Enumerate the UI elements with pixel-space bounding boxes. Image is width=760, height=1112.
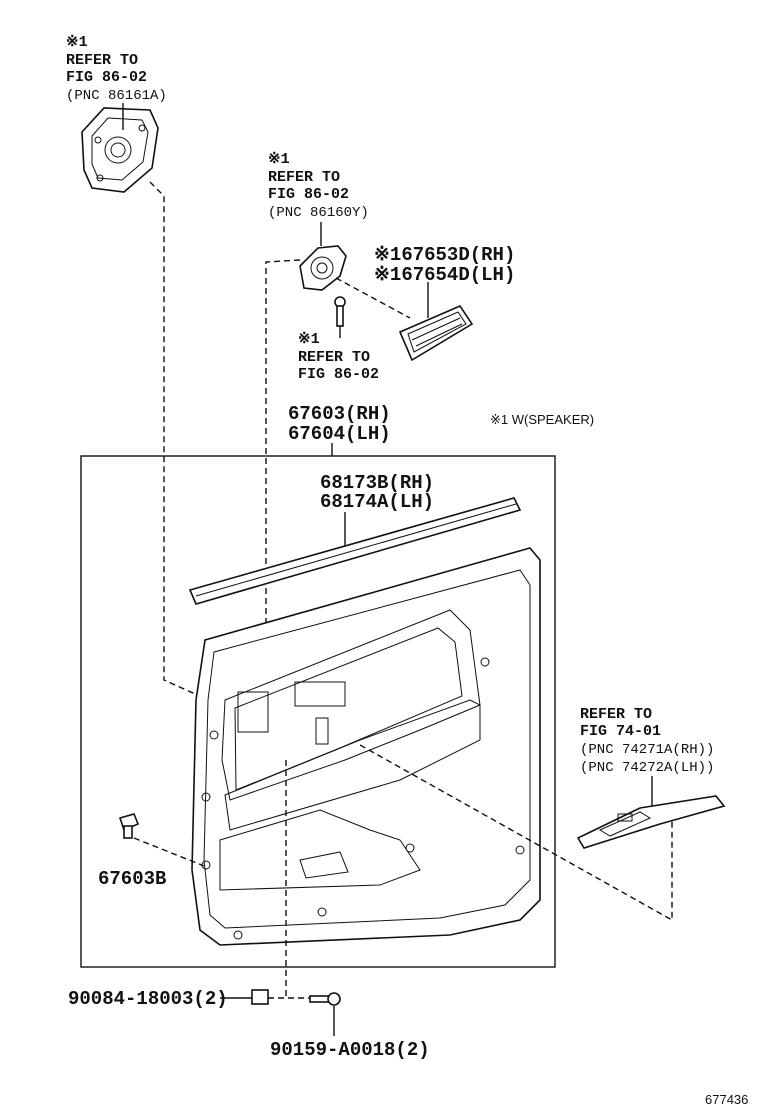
callout-pnc: (PNC 86160Y) bbox=[268, 205, 369, 221]
callout-screw: ※1 REFER TO FIG 86-02 bbox=[298, 331, 379, 383]
speaker-grille-part bbox=[398, 282, 474, 362]
callout-pnc: (PNC 86161A) bbox=[66, 88, 167, 104]
speaker-box-part bbox=[81, 103, 159, 193]
callout-line: REFER TO bbox=[298, 349, 370, 366]
screw-bottom-part bbox=[309, 992, 341, 1036]
part-label-grille-lh: ※167654D(LH) bbox=[374, 264, 515, 286]
part-label-strip-lh: 68174A(LH) bbox=[320, 491, 434, 513]
part-label-bolt: 90084-18003(2) bbox=[68, 988, 228, 1010]
power-window-switch-part bbox=[576, 776, 726, 849]
callout-line: REFER TO bbox=[580, 706, 652, 723]
callout-line: FIG 86-02 bbox=[268, 186, 349, 203]
dashed-guide bbox=[133, 837, 205, 867]
dashed-guide bbox=[359, 744, 673, 922]
bolt-part bbox=[220, 989, 269, 1005]
weatherstrip-part bbox=[188, 497, 522, 605]
dashed-guide bbox=[149, 181, 263, 725]
part-label-screw: 90159-A0018(2) bbox=[270, 1039, 430, 1061]
part-label-panel-rh: 67603(RH) bbox=[288, 403, 391, 425]
callout-mark: ※1 bbox=[298, 331, 320, 348]
callout-line: REFER TO bbox=[66, 52, 138, 69]
callout-pnc: (PNC 74272A(LH)) bbox=[580, 760, 714, 776]
callout-switch: REFER TO FIG 74-01 (PNC 74271A(RH)) (PNC… bbox=[580, 706, 714, 776]
assembly-frame bbox=[80, 455, 556, 968]
callout-tweeter: ※1 REFER TO FIG 86-02 (PNC 86160Y) bbox=[268, 151, 369, 221]
callout-line: REFER TO bbox=[268, 169, 340, 186]
tweeter-part bbox=[299, 222, 347, 291]
callout-line: FIG 74-01 bbox=[580, 723, 661, 740]
callout-line: FIG 86-02 bbox=[298, 366, 379, 383]
callout-mark: ※1 bbox=[268, 151, 290, 168]
figure-number: 677436 bbox=[705, 1092, 748, 1107]
callout-line: FIG 86-02 bbox=[66, 69, 147, 86]
callout-pnc: (PNC 74271A(RH)) bbox=[580, 742, 714, 758]
callout-mark: ※1 bbox=[66, 34, 88, 51]
screw-small-part bbox=[334, 296, 346, 338]
callout-speaker-box: ※1 REFER TO FIG 86-02 (PNC 86161A) bbox=[66, 34, 167, 104]
part-label-strip-rh: 68173B(RH) bbox=[320, 472, 434, 494]
part-label-panel-lh: 67604(LH) bbox=[288, 423, 391, 445]
dashed-guide bbox=[335, 277, 411, 319]
part-label-grille-rh: ※167653D(RH) bbox=[374, 244, 515, 266]
legend-note: ※1 W(SPEAKER) bbox=[490, 412, 594, 427]
clip-part bbox=[118, 813, 140, 839]
dashed-guide bbox=[265, 259, 301, 720]
part-label-clip: 67603B bbox=[98, 868, 166, 890]
door-trim-panel bbox=[191, 547, 541, 946]
